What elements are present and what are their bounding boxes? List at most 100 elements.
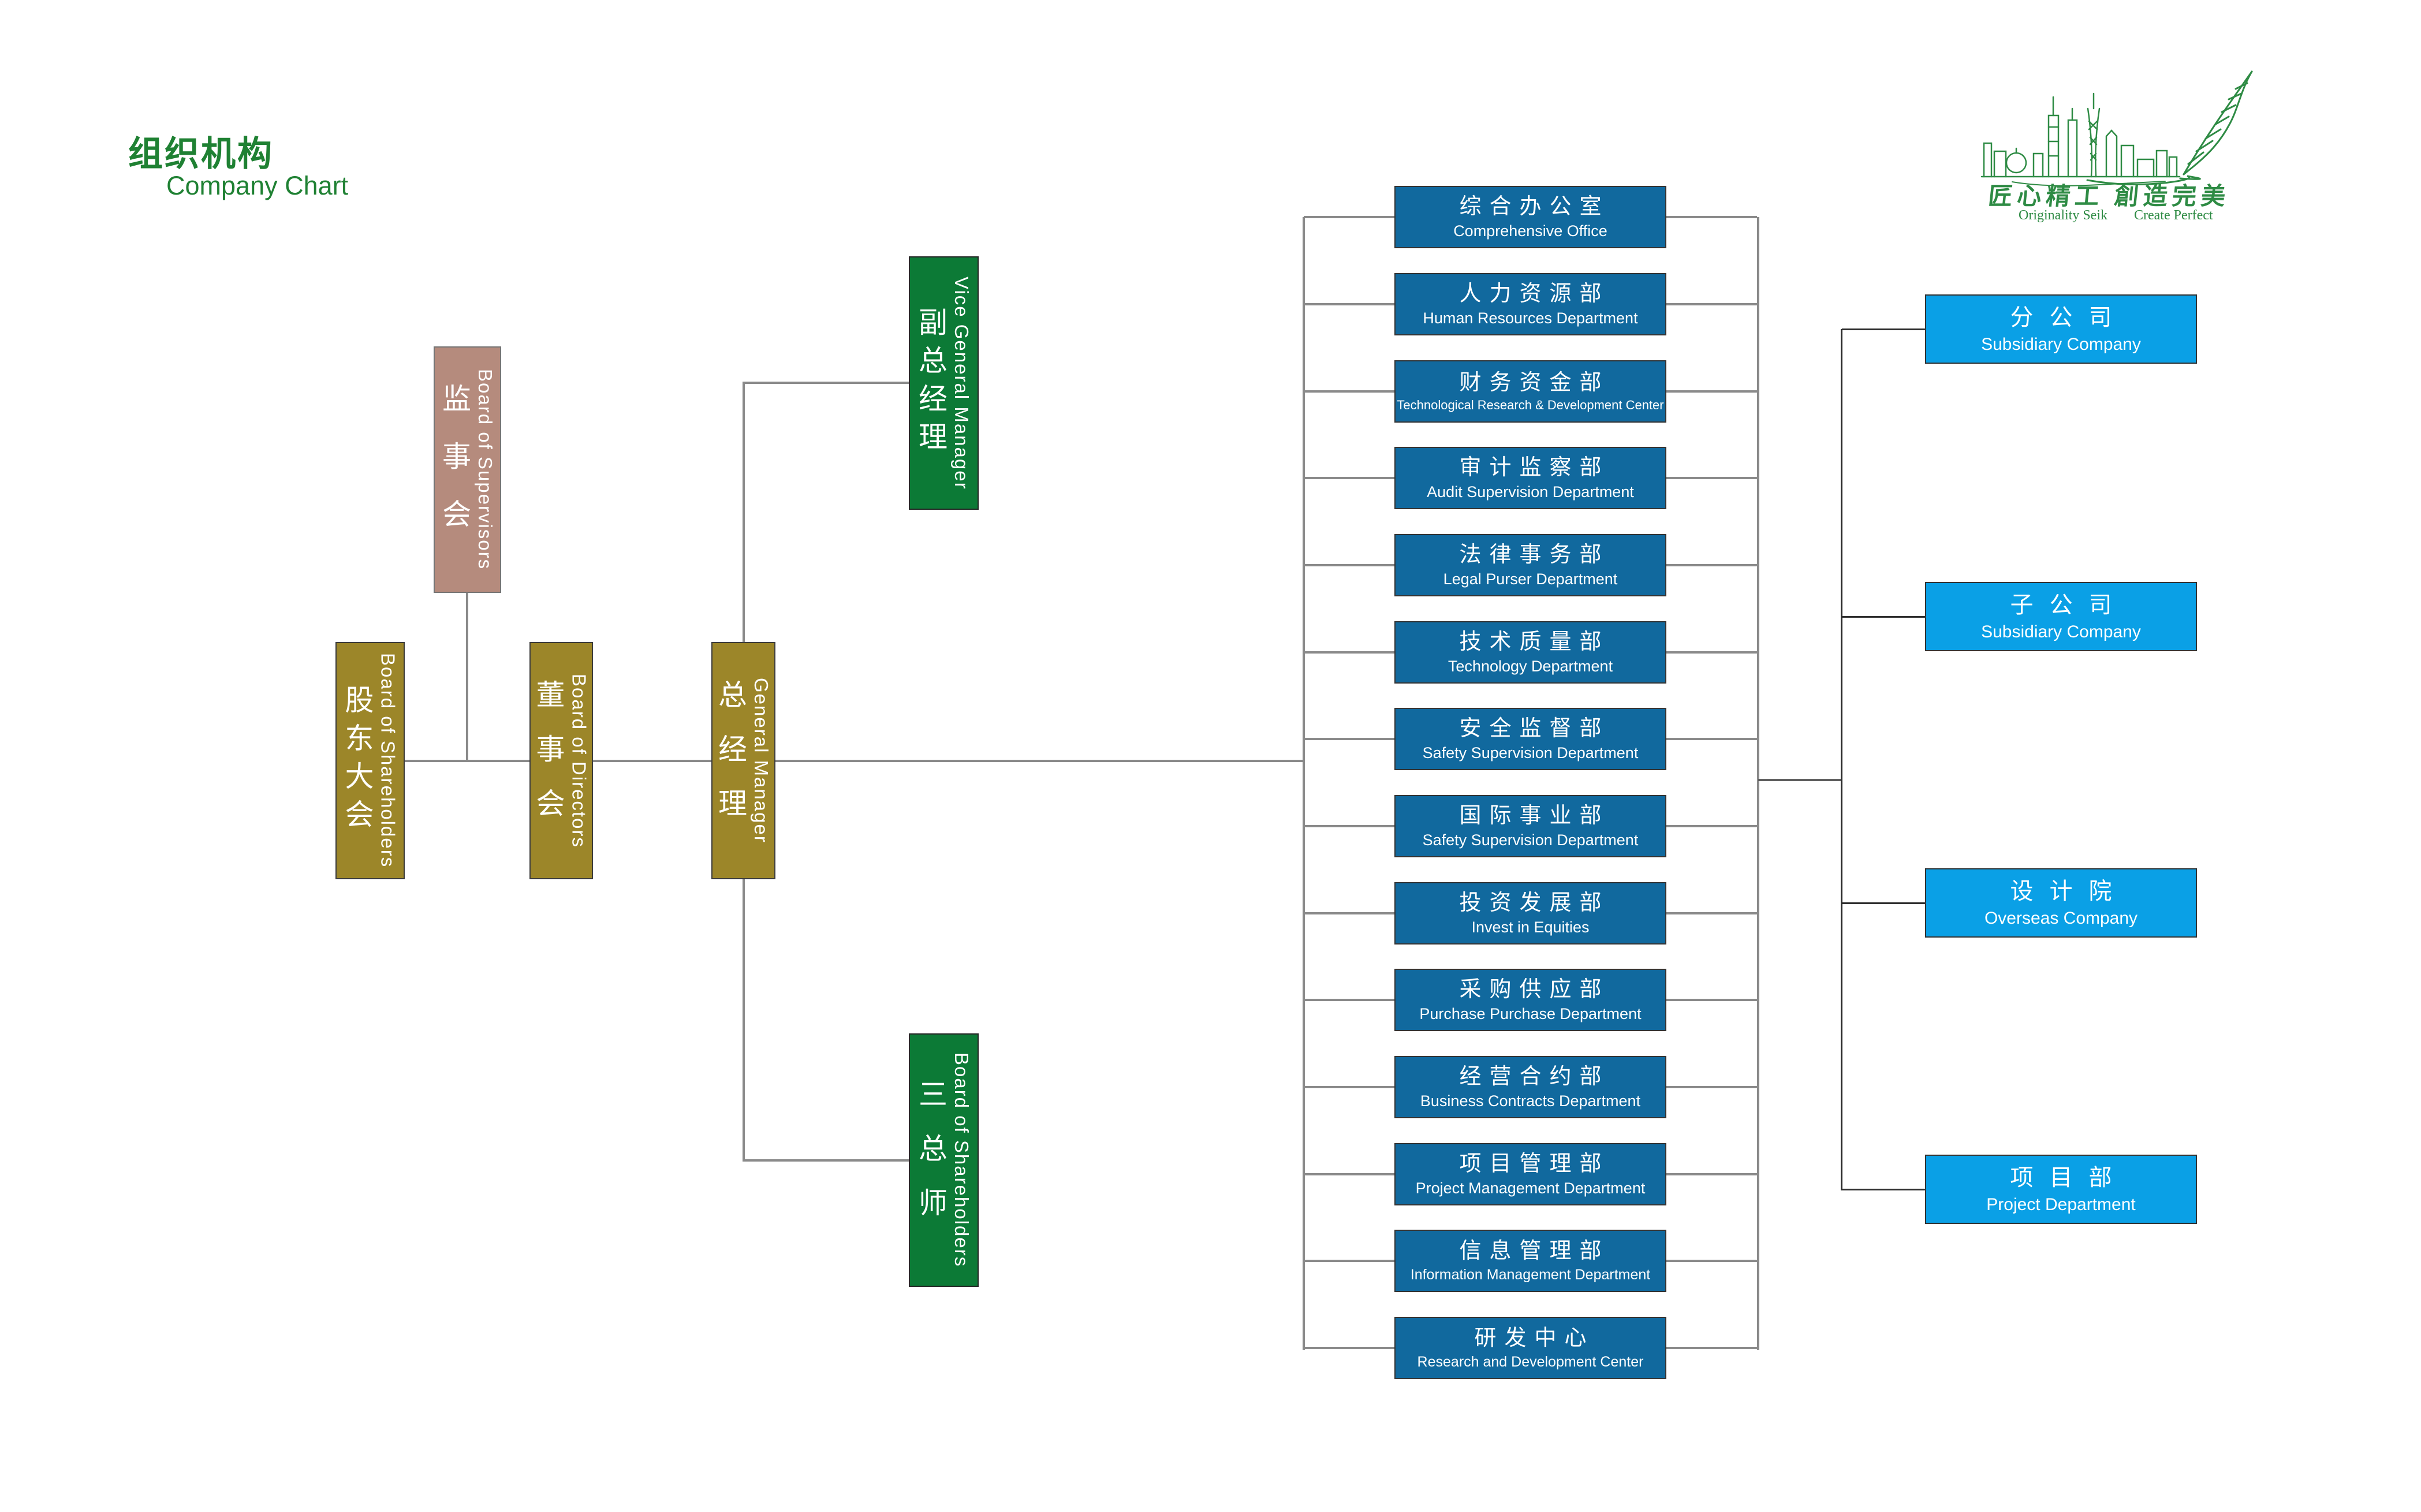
logo-slogan-zh: 匠心精工 創造完美 (1987, 184, 2232, 210)
connector-line (775, 760, 1304, 762)
affiliate-label-en: Project Department (1986, 1195, 2136, 1214)
dept-label-zh: 法律事务部 (1459, 542, 1610, 567)
dept-label-zh: 人力资源部 (1459, 281, 1610, 306)
connector-line (1666, 1347, 1757, 1349)
connector-line (1304, 564, 1394, 566)
gov-box-label-en: Board of Shareholders (377, 653, 399, 868)
connector-line (1666, 564, 1757, 566)
dept-box-business-contracts: 经营合约部 Business Contracts Department (1394, 1056, 1666, 1118)
dept-box-procurement-supply: 采购供应部 Purchase Purchase Department (1394, 969, 1666, 1031)
connector-line (743, 382, 745, 642)
connector-line (1842, 902, 1925, 904)
connector-line (1842, 616, 1925, 618)
affiliate-label-en: Overseas Company (1984, 909, 2138, 928)
gov-box-label-zh: 股东大会 (341, 684, 374, 837)
affiliate-label-en: Subsidiary Company (1981, 622, 2141, 641)
gov-box-label-en: Board of Supervisors (475, 369, 496, 570)
connector-line (1304, 390, 1394, 393)
affiliate-box-project-department: 项目部 Project Department (1925, 1155, 2197, 1224)
dept-label-zh: 国际事业部 (1459, 803, 1610, 828)
connector-line (1666, 1260, 1757, 1262)
dept-label-zh: 投资发展部 (1459, 890, 1610, 915)
gov-box-label-zh: 总经理 (714, 679, 747, 842)
dept-label-zh: 财务资金部 (1459, 370, 1610, 395)
logo-slogan-en: Originality Seik Create Perfect (2019, 208, 2240, 223)
connector-line (1842, 1189, 1925, 1190)
dept-label-zh: 安全监督部 (1459, 716, 1610, 741)
gov-box-label-en: Vice General Manager (951, 276, 972, 490)
connector-line (593, 760, 711, 762)
dept-box-finance-treasury: 财务资金部 Technological Research & Developmen… (1394, 360, 1666, 423)
dept-label-en: Business Contracts Department (1420, 1092, 1641, 1110)
dept-label-en: Invest in Equities (1471, 918, 1590, 936)
dept-label-en: Research and Development Center (1417, 1353, 1644, 1370)
page-title: 组织机构 (128, 135, 274, 173)
connector-line (466, 593, 468, 762)
dept-label-zh: 项目管理部 (1459, 1151, 1610, 1176)
connector-line (1303, 217, 1305, 1350)
connector-line (1666, 738, 1757, 740)
logo-slogan-en-right: Create Perfect (2133, 208, 2213, 223)
connector-line (1757, 217, 1759, 1350)
connector-line (1304, 651, 1394, 654)
connector-line (1666, 1086, 1757, 1088)
connector-line (1304, 1260, 1394, 1262)
dept-label-en: Information Management Department (1410, 1266, 1651, 1283)
connector-line (1304, 216, 1394, 218)
connector-line (743, 879, 745, 1162)
dept-label-zh: 经营合约部 (1459, 1064, 1610, 1089)
gov-box-label-en: Board of Directors (568, 673, 590, 848)
page-subtitle: Company Chart (166, 171, 349, 200)
connector-line (1304, 477, 1394, 479)
dept-label-zh: 采购供应部 (1459, 977, 1610, 1002)
connector-line (1666, 825, 1757, 827)
connector-line (1841, 329, 1842, 1190)
dept-label-en: Safety Supervision Department (1422, 831, 1639, 849)
connector-line (1666, 999, 1757, 1001)
dept-label-en: Legal Purser Department (1443, 570, 1618, 588)
connector-line (744, 382, 909, 384)
dept-label-en: Technological Research & Development Cen… (1397, 398, 1664, 413)
logo-slogan-en-left: Originality Seik (2019, 208, 2107, 223)
company-logo: 匠心精工 創造完美 Originality Seik Create Perfect (1980, 64, 2286, 242)
gov-box-label-en: General Manager (751, 678, 772, 843)
dept-label-zh: 技术质量部 (1459, 629, 1610, 654)
connector-line (1666, 303, 1757, 305)
affiliate-label-en: Subsidiary Company (1981, 335, 2141, 354)
affiliate-box-branch-company: 分公司 Subsidiary Company (1925, 294, 2197, 364)
connector-line (1666, 1173, 1757, 1175)
connector-line (1666, 477, 1757, 479)
dept-box-rd-center: 研发中心 Research and Development Center (1394, 1317, 1666, 1379)
dept-box-information-management: 信息管理部 Information Management Department (1394, 1230, 1666, 1292)
connector-line (1758, 779, 1842, 781)
gov-box-label-zh: 副总经理 (915, 307, 947, 460)
affiliate-label-zh: 项目部 (2010, 1165, 2128, 1190)
connector-line (1304, 1347, 1394, 1349)
gov-box-label-zh: 三总师 (915, 1078, 947, 1242)
gov-box-label-en: Board of Shareholders (951, 1052, 972, 1268)
dept-label-zh: 信息管理部 (1459, 1238, 1610, 1263)
dept-label-zh: 研发中心 (1474, 1326, 1595, 1350)
connector-line (1666, 390, 1757, 393)
connector-line (1666, 912, 1757, 914)
skyline-feather-icon (1980, 70, 2253, 186)
dept-box-international-business: 国际事业部 Safety Supervision Department (1394, 795, 1666, 857)
connector-line (1304, 303, 1394, 305)
connector-line (1304, 738, 1394, 740)
dept-label-en: Comprehensive Office (1453, 222, 1607, 240)
dept-label-en: Purchase Purchase Department (1419, 1005, 1642, 1022)
dept-box-investment-development: 投资发展部 Invest in Equities (1394, 882, 1666, 944)
affiliate-label-zh: 分公司 (2010, 305, 2128, 330)
